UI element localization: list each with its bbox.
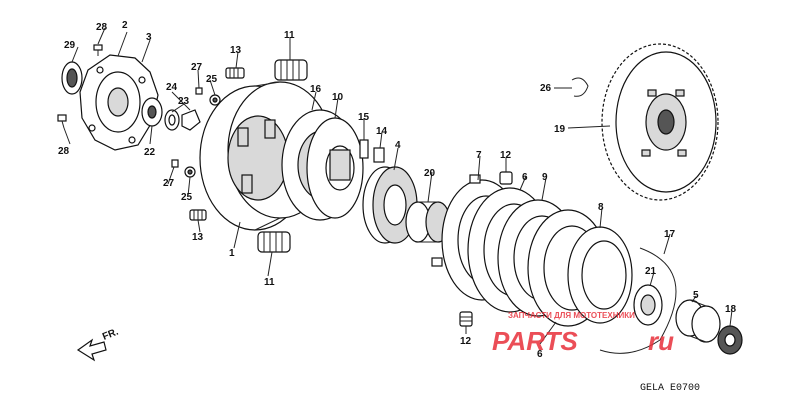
part-25-washer-bottom (184, 166, 196, 178)
callout-17: 17 (664, 229, 676, 240)
callout-27-bottom: 27 (163, 178, 175, 189)
watermark-brand: PARTS (492, 326, 578, 356)
part-2-cover (79, 54, 159, 151)
part-11-spring-top (274, 59, 308, 81)
part-18-washer (717, 325, 743, 355)
callout-15: 15 (358, 112, 370, 123)
callout-18: 18 (725, 304, 737, 315)
part-28-bolt-left (57, 114, 67, 129)
callout-2: 2 (122, 20, 128, 31)
part-12-spring-bottom (459, 311, 473, 327)
callout-22: 22 (144, 147, 156, 158)
part-17-snap-ring (599, 247, 677, 354)
part-22-gear (141, 97, 163, 127)
callout-4: 4 (395, 140, 401, 151)
callout-6-bottom: 6 (537, 349, 543, 360)
leader-lines (63, 27, 733, 345)
callout-25-top: 25 (206, 74, 218, 85)
callout-7: 7 (476, 150, 482, 161)
callout-14: 14 (376, 126, 388, 137)
part-14-pin (373, 147, 385, 163)
front-label: FR. (101, 326, 120, 342)
callout-23: 23 (178, 96, 190, 107)
part-24-cam (181, 109, 201, 131)
callout-29: 29 (64, 40, 76, 51)
callout-16: 16 (310, 84, 322, 95)
part-11-spring-bottom (257, 231, 291, 253)
diagram-code: GELA E0700 (640, 383, 700, 394)
callout-3: 3 (146, 32, 152, 43)
part-13-spring-bottom (189, 209, 207, 221)
callout-26: 26 (540, 83, 552, 94)
watermark-subtext: ЗАПЧАСТИ ДЛЯ МОТОТЕХНИКИ (508, 311, 635, 320)
callout-8: 8 (598, 202, 604, 213)
front-direction-arrow: FR. (76, 326, 120, 362)
callout-labels: 28 2 3 29 28 22 24 23 27 25 27 25 13 13 … (58, 20, 737, 360)
part-27-bolt-top (195, 87, 203, 95)
callout-12-top: 12 (500, 150, 512, 161)
callout-28-top: 28 (96, 22, 108, 33)
callout-6-top: 6 (522, 172, 528, 183)
part-8-plate (567, 226, 633, 324)
part-10-plate (306, 117, 364, 219)
part-23-washer (164, 109, 180, 131)
part-13-spring-top (225, 67, 245, 79)
callout-5: 5 (693, 290, 699, 301)
callout-13-bottom: 13 (192, 232, 204, 243)
callout-1: 1 (229, 248, 235, 259)
callout-24: 24 (166, 82, 178, 93)
callout-11-bottom: 11 (264, 277, 275, 288)
callout-10: 10 (332, 92, 344, 103)
callout-11-top: 11 (284, 30, 295, 41)
watermark: ЗАПЧАСТИ ДЛЯ МОТОТЕХНИКИ PARTS ru (492, 311, 674, 356)
part-19-driven-gear (601, 43, 719, 201)
callout-12-bottom: 12 (460, 336, 472, 347)
part-5-bearing (675, 299, 721, 343)
callout-9: 9 (542, 172, 548, 183)
part-12-spring-top (499, 171, 513, 185)
callout-20: 20 (424, 168, 436, 179)
part-21-gear (633, 284, 663, 326)
part-29-seal (61, 61, 83, 95)
part-27-bolt-bottom (171, 159, 179, 168)
callout-19: 19 (554, 124, 566, 135)
part-15-pin (359, 139, 369, 159)
callout-28-left: 28 (58, 146, 70, 157)
callout-13-top: 13 (230, 45, 242, 56)
part-28-bolt-top (93, 44, 103, 56)
watermark-brand-suffix: ru (648, 326, 674, 356)
callout-25-bottom: 25 (181, 192, 193, 203)
callout-27-top: 27 (191, 62, 203, 73)
part-26-clip (571, 77, 589, 97)
callout-21: 21 (645, 266, 657, 277)
